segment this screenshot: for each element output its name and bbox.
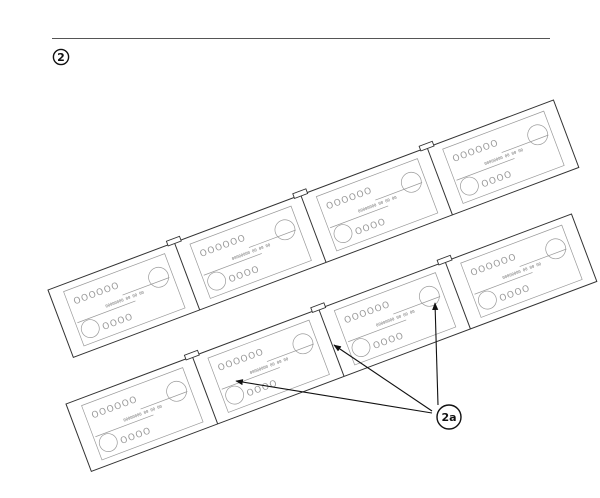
upper-strip <box>47 99 580 359</box>
step-number: 2 <box>57 51 65 64</box>
header-rule <box>52 38 550 39</box>
lower-strip <box>65 213 598 473</box>
callout-bubble: 2a <box>436 404 462 430</box>
callout-arrow-2 <box>333 344 433 412</box>
step-number-badge: 2 <box>52 48 70 66</box>
callout-label: 2a <box>441 411 456 424</box>
callout-arrow-1 <box>235 379 433 414</box>
callout-arrow-3 <box>432 302 439 406</box>
